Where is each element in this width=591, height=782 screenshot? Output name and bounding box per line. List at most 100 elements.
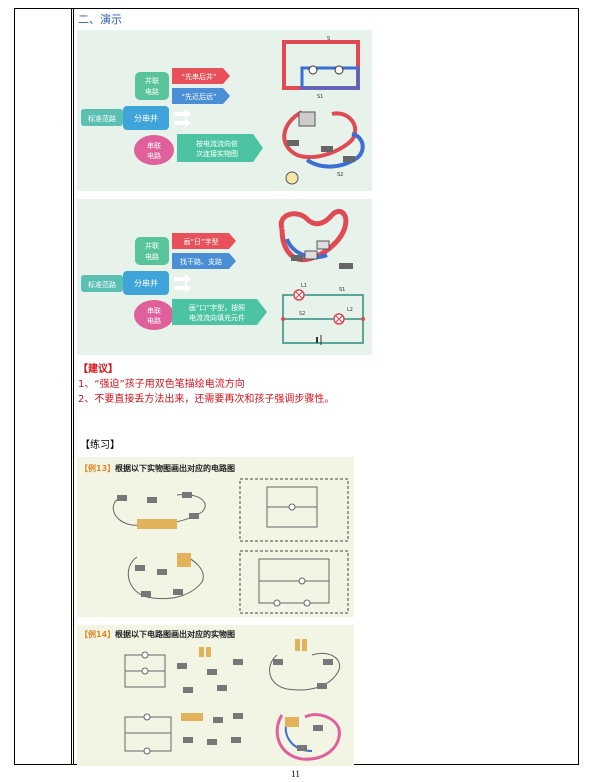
l2-label: L2 — [347, 307, 353, 313]
component-icon — [287, 140, 299, 146]
s2-label: S2 — [299, 311, 305, 317]
junction-dot — [361, 317, 365, 321]
tips-heading: 【建议】 — [78, 364, 118, 375]
switch-s-label: S — [327, 36, 330, 42]
tag-c-shape — [172, 299, 267, 325]
tag-a: “先串后并” — [181, 72, 216, 81]
lamp-icon — [308, 65, 318, 75]
parallel-label-1: 并联 — [145, 241, 159, 250]
component-icon — [343, 156, 355, 162]
example-13-figure: 【例13】 根据以下实物图画出对应的电路图 — [77, 457, 354, 617]
battery-pack-icon — [137, 519, 177, 529]
lamp-icon — [157, 569, 167, 575]
standard-box — [81, 275, 123, 292]
arrow-right-icon — [174, 283, 191, 293]
wire-blue — [285, 238, 328, 260]
lamp-icon — [334, 65, 344, 75]
standard-label: 标准范路 — [88, 280, 116, 289]
lamp-icon — [298, 577, 306, 585]
battery-icon — [206, 647, 211, 657]
series-label-1: 串联 — [147, 306, 161, 315]
parallel-label-2: 电路 — [145, 252, 159, 261]
answer-box — [239, 478, 349, 542]
lamp-icon — [207, 669, 217, 675]
tag-a-shape — [172, 233, 236, 249]
wire-highlight — [275, 713, 341, 761]
tips-line-1: 1、“强迫”孩子用双色笔描绘电流方向 — [78, 379, 245, 390]
tag-c-line-1: 按电流流向依 — [196, 139, 238, 148]
tag-c-shape — [177, 134, 263, 162]
tag-a-shape — [172, 68, 230, 84]
wire — [127, 556, 204, 600]
center-box — [123, 271, 169, 295]
lamp-icon — [316, 240, 330, 250]
series-label-2: 电路 — [147, 316, 161, 325]
page-number: 11 — [291, 769, 300, 779]
center-label: 分串并 — [134, 278, 158, 288]
standard-box — [81, 109, 123, 126]
lamp-icon — [182, 492, 192, 498]
battery-icon — [295, 639, 300, 651]
tag-b-shape — [172, 253, 236, 269]
battery-icon — [298, 111, 316, 127]
arrow-right-icon — [174, 109, 191, 119]
lamp-icon — [288, 503, 296, 511]
switch-icon — [183, 687, 193, 693]
demo-slide-1: 标准范路 分串并 并联 电路 串联 电路 “先串后并” “先近后远” 按电流流向… — [77, 30, 372, 191]
switch-icon — [173, 589, 183, 595]
battery-icon — [302, 639, 307, 651]
parallel-label-2: 电路 — [145, 87, 159, 96]
lamp-icon — [313, 725, 323, 731]
tag-b: “先近后远” — [181, 92, 216, 101]
lamp-icon — [304, 250, 318, 260]
lamp-icon — [273, 599, 281, 607]
arrow-right-icon — [174, 274, 191, 284]
switch-icon — [317, 683, 327, 689]
example-13-diagram: 【例13】 根据以下实物图画出对应的电路图 — [80, 463, 349, 614]
battery-icon — [177, 553, 191, 567]
tag-b-shape — [172, 88, 230, 104]
demo-slide-2: 标准范路 分串并 并联 电路 串联 电路 画“日”字型 找干路、支路 画“口”字… — [77, 199, 372, 355]
switch-icon — [207, 739, 217, 745]
schematic-loop — [124, 716, 172, 752]
lamp-icon — [233, 659, 243, 665]
column-divider-inner — [73, 8, 74, 765]
parallel-node — [135, 237, 169, 265]
switch-s1-label: S1 — [317, 94, 323, 100]
battery-icon — [199, 647, 204, 657]
component-icon — [321, 146, 333, 152]
lamp-icon — [141, 667, 149, 675]
example-14-title: 根据以下电路图画出对应的实物图 — [115, 629, 235, 639]
example-14-tag: 【例14】 — [80, 629, 115, 639]
junction-dot — [281, 317, 285, 321]
switch-icon — [141, 591, 151, 597]
s1-label: S1 — [339, 287, 345, 293]
wire — [269, 652, 341, 691]
lamp-l1-cross — [294, 290, 304, 300]
switch-icon — [183, 737, 193, 743]
tag-c-line-1: 画“口”字型，按照 — [189, 303, 245, 312]
wire-blue — [305, 132, 365, 169]
switch-icon — [147, 497, 157, 503]
tag-c-line-2: 电流流向填充元件 — [189, 313, 245, 322]
series-label-1: 串联 — [147, 141, 161, 150]
tag-a: 画“日”字型 — [183, 237, 218, 246]
answer-box — [239, 550, 349, 614]
lamp-icon — [233, 713, 243, 719]
battery-pack-icon — [181, 713, 203, 721]
lamp-icon — [213, 717, 223, 723]
slide-1-diagram: 标准范路 分串并 并联 电路 串联 电路 “先串后并” “先近后远” 按电流流向… — [81, 36, 365, 185]
series-label-2: 电路 — [147, 151, 161, 160]
section-title: 二、演示 — [78, 13, 122, 26]
arrow-right-icon — [174, 118, 191, 128]
standard-label: 标准范路 — [88, 114, 116, 123]
circuit-loop-blue — [300, 66, 360, 90]
lamp-icon — [143, 713, 151, 721]
tag-b: 找干路、支路 — [180, 257, 222, 266]
battery-icon — [285, 717, 299, 727]
circuit-loop-red — [282, 40, 360, 90]
switch-icon — [177, 663, 187, 669]
tips-line-2: 2、不要直接丢方法出来，还需要再次和孩子强调步骤性。 — [78, 394, 335, 405]
switch-icon — [291, 255, 303, 261]
